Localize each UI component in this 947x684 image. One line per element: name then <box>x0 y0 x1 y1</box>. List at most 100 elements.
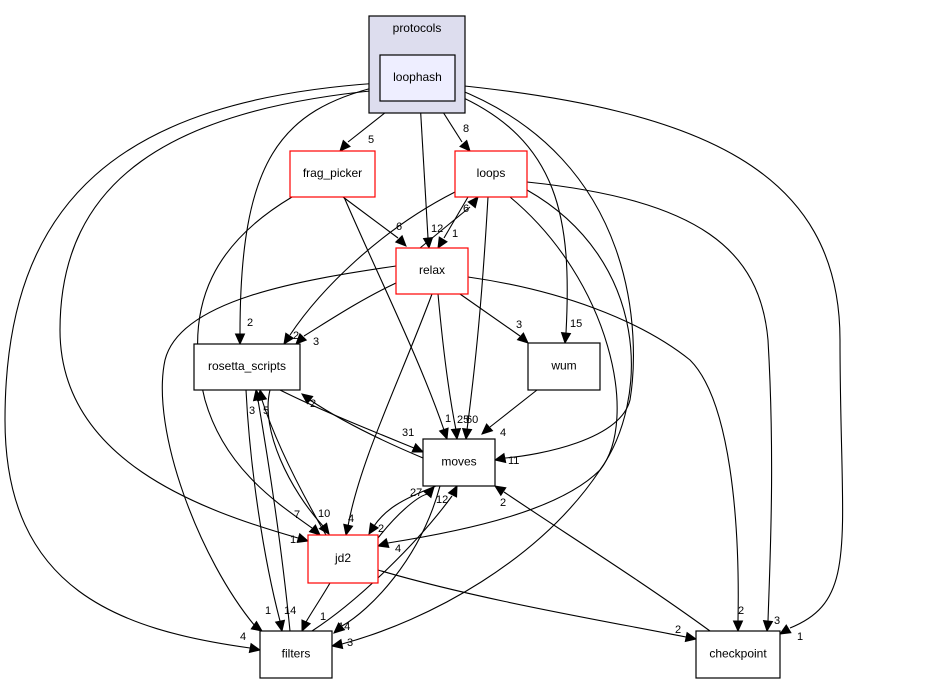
edge-weight-label[interactable]: 3 <box>516 319 522 331</box>
node-jd2[interactable]: jd2 <box>307 534 379 584</box>
edge-weight-label[interactable]: 7 <box>294 509 300 521</box>
edge-rosetta_scripts-to-moves[interactable]: 31 <box>279 389 425 453</box>
edge-relax-to-checkpoint[interactable]: 2 <box>467 276 744 633</box>
edge-weight-label[interactable]: 1 <box>452 228 458 240</box>
edge-relax-to-filters[interactable]: 1 <box>161 265 397 632</box>
edge-weight-label[interactable]: 2 <box>500 497 506 509</box>
edge-weight-label[interactable]: 12 <box>431 223 443 235</box>
edge-weight-label[interactable]: 15 <box>570 318 582 330</box>
edge-weight-label[interactable]: 14 <box>338 621 350 633</box>
edge-filters-to-moves[interactable]: 12 <box>311 484 458 632</box>
edge-relax-to-moves[interactable]: 25 <box>437 293 469 441</box>
edge-relax-to-wum[interactable]: 3 <box>459 293 529 344</box>
edge-weight-label[interactable]: 31 <box>402 427 414 439</box>
edge-relax-to-jd2[interactable]: 4 <box>343 293 433 537</box>
edge-weight-label[interactable]: 1 <box>797 631 803 643</box>
node-label: checkpoint <box>709 647 767 661</box>
arrowhead-icon <box>250 620 263 632</box>
edge-weight-label[interactable]: 2 <box>738 605 744 617</box>
edge-jd2-to-checkpoint[interactable]: 2 <box>377 569 698 643</box>
edge-loops-to-relax[interactable]: 1 <box>437 196 469 250</box>
edge-weight-label[interactable]: 2 <box>247 317 253 329</box>
edge-loophash-to-relax[interactable]: 12 <box>419 100 443 250</box>
arrowhead-icon <box>450 427 462 441</box>
edge-line <box>343 196 445 431</box>
edge-moves-to-jd2[interactable]: 2 <box>368 485 437 536</box>
edge-loophash-to-filters[interactable]: 4 <box>4 82 381 654</box>
edge-weight-label[interactable]: 4 <box>395 543 401 555</box>
edge-loops-to-checkpoint[interactable]: 3 <box>526 181 780 633</box>
arrowhead-icon <box>560 332 572 345</box>
edge-weight-label[interactable]: 60 <box>466 414 478 426</box>
edge-jd2-to-filters[interactable]: 1 <box>301 582 331 633</box>
node-wum[interactable]: wum <box>527 342 601 391</box>
node-checkpoint[interactable]: checkpoint <box>695 630 781 679</box>
edge-weight-label[interactable]: 1 <box>320 611 326 623</box>
arrowhead-icon <box>467 196 479 209</box>
edge-weight-label[interactable]: 3 <box>249 405 255 417</box>
edge-frag_picker-to-moves[interactable]: 1 <box>343 196 451 441</box>
node-label: frag_picker <box>303 166 362 180</box>
node-filters[interactable]: filters <box>259 630 333 679</box>
node-loophash[interactable]: loophash <box>379 54 456 102</box>
edge-weight-label[interactable]: 3 <box>774 615 780 627</box>
node-loops[interactable]: loops <box>454 150 528 198</box>
edge-line <box>342 196 399 239</box>
edge-loophash-to-wum[interactable]: 15 <box>454 93 582 345</box>
edge-moves-to-rosetta_scripts[interactable]: 2 <box>301 393 424 459</box>
edge-weight-label[interactable]: 4 <box>240 631 246 643</box>
edge-frag_picker-to-jd2[interactable]: 7 <box>197 196 321 536</box>
node-moves[interactable]: moves <box>422 438 496 487</box>
node-box <box>695 630 781 679</box>
edge-weight-label[interactable]: 25 <box>457 414 469 426</box>
edge-loophash-to-rosetta_scripts[interactable]: 2 <box>234 85 381 346</box>
node-rosetta-scripts[interactable]: rosetta_scripts <box>193 343 301 391</box>
edge-weight-label[interactable]: 2 <box>378 523 384 535</box>
edge-loophash-to-moves[interactable]: 11 <box>454 87 634 467</box>
edge-jd2-to-moves[interactable]: 27 <box>377 486 435 539</box>
edge-weight-label[interactable]: 27 <box>410 487 422 499</box>
edge-rosetta_scripts-to-jd2[interactable]: 10 <box>267 389 330 535</box>
edge-moves-to-filters[interactable]: 14 <box>333 485 441 634</box>
edge-weight-label[interactable]: 11 <box>508 455 519 467</box>
edge-relax-to-loops[interactable]: 6 <box>419 196 479 249</box>
edge-weight-label[interactable]: 2 <box>293 330 299 342</box>
edge-loops-to-filters[interactable]: 3 <box>330 189 632 650</box>
edge-relax-to-rosetta_scripts[interactable]: 3 <box>295 282 397 348</box>
edge-weight-label[interactable]: 1 <box>445 413 451 425</box>
edge-weight-label[interactable]: 4 <box>500 427 506 439</box>
edge-loophash-to-jd2[interactable]: 1 <box>59 89 381 546</box>
edge-weight-label[interactable]: 10 <box>318 508 330 520</box>
edge-weight-label[interactable]: 8 <box>463 123 469 135</box>
edge-weight-label[interactable]: 6 <box>463 203 469 215</box>
node-relax[interactable]: relax <box>395 247 469 295</box>
edge-weight-label[interactable]: 12 <box>436 494 448 506</box>
edge-weight-label[interactable]: 5 <box>368 134 374 146</box>
edge-weight-label[interactable]: 1 <box>265 605 271 617</box>
cluster-label: protocols <box>393 21 442 35</box>
edge-loops-to-moves[interactable]: 60 <box>461 196 489 441</box>
edge-weight-label[interactable]: 2 <box>310 398 316 410</box>
edge-weight-label[interactable]: 3 <box>347 637 353 649</box>
arrowhead-icon <box>411 442 425 453</box>
node-label: filters <box>282 647 311 661</box>
node-box <box>193 343 301 391</box>
edge-weight-label[interactable]: 2 <box>675 624 681 636</box>
edge-rosetta_scripts-to-filters[interactable]: 14 <box>245 389 296 633</box>
node-label: loophash <box>393 70 442 84</box>
edge-weight-label[interactable]: 4 <box>348 513 354 525</box>
edge-frag_picker-to-relax[interactable]: 6 <box>342 196 407 247</box>
edge-loophash-to-checkpoint[interactable]: 1 <box>454 84 844 643</box>
edge-wum-to-moves[interactable]: 4 <box>481 389 538 439</box>
arrowhead-icon <box>438 427 449 441</box>
edge-line <box>305 582 331 623</box>
edge-weight-label[interactable]: 3 <box>313 336 319 348</box>
node-frag-picker[interactable]: frag_picker <box>289 150 376 198</box>
edge-weight-label[interactable]: 5 <box>263 405 269 417</box>
edge-weight-label[interactable]: 1 <box>290 534 296 546</box>
edge-weight-label[interactable]: 14 <box>284 605 296 617</box>
edge-loops-to-rosetta_scripts[interactable]: 2 <box>283 191 456 346</box>
edge-filters-to-rosetta_scripts[interactable]: 3 <box>249 388 291 632</box>
edge-weight-label[interactable]: 6 <box>396 221 402 233</box>
edge-checkpoint-to-moves[interactable]: 2 <box>493 485 711 632</box>
